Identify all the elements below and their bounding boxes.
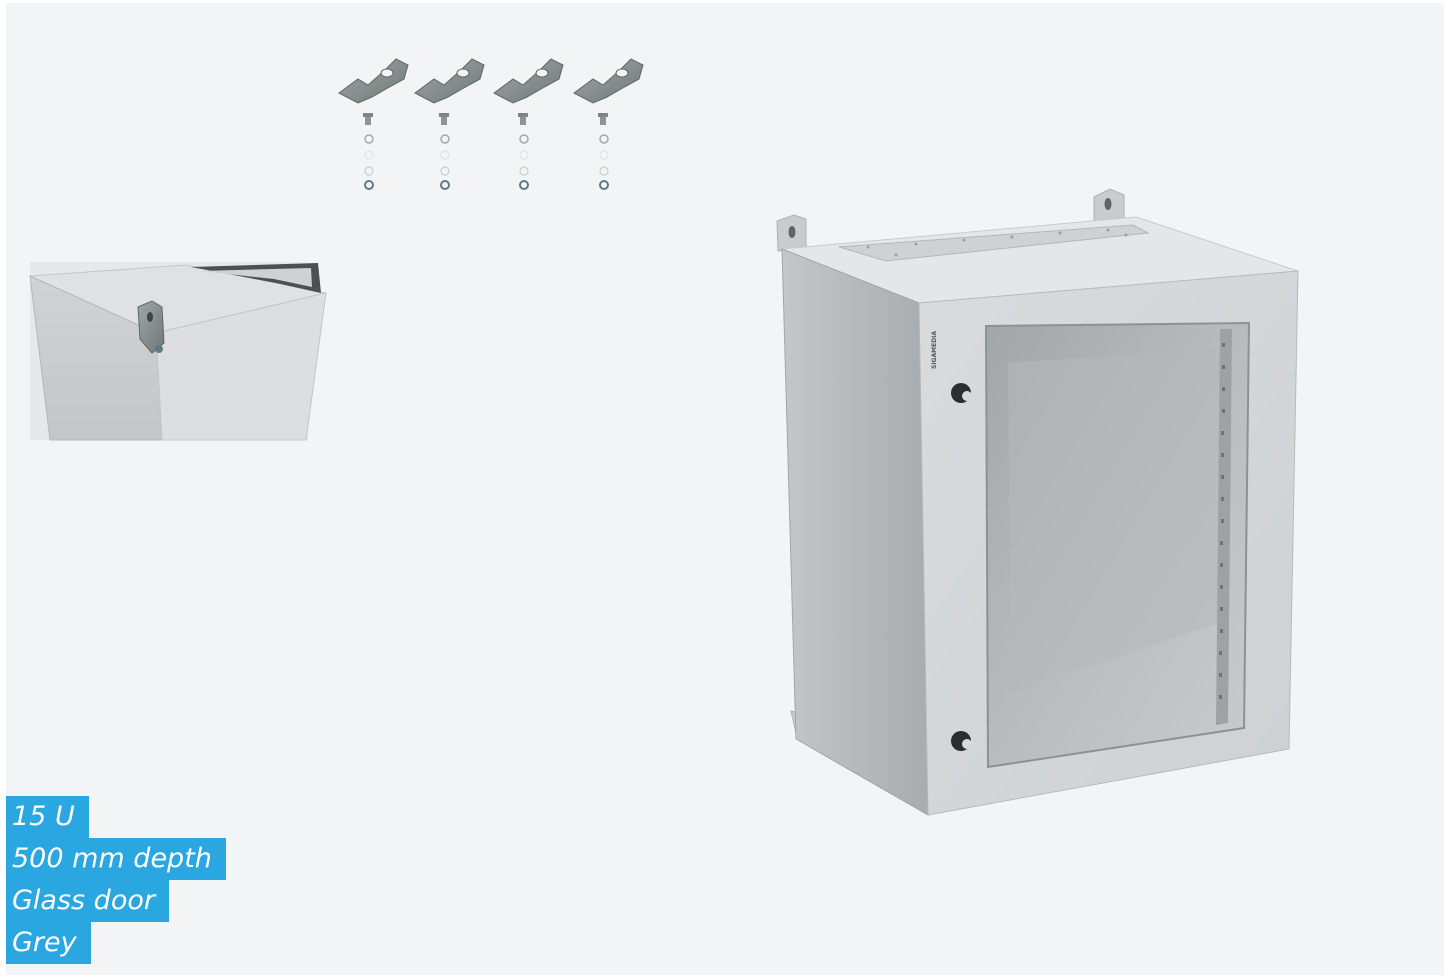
bolt [365,115,371,125]
mount-hole [788,226,796,238]
cable-entry-plate [838,224,1150,262]
product-scene: SIGAMEDIA [29,58,1299,816]
spec-label-units: 15 U [6,796,89,838]
mount-hole [1104,198,1112,210]
spec-label-color: Grey [6,922,91,964]
bracket-set [573,58,644,190]
spec-label-depth: 500 mm depth [6,838,226,880]
nut [364,180,374,190]
cabinet-side [781,248,929,816]
product-image-area: SIGAMEDIA [6,3,1444,975]
bracket-set [493,58,564,190]
mounting-bracket-kit [338,58,644,190]
rack-rail [1216,329,1232,725]
rack-rail-holes [1219,343,1225,699]
brand-mark: SIGAMEDIA [931,331,938,369]
bracket-set [414,58,485,190]
enclosure-cabinet: SIGAMEDIA [776,188,1299,816]
spec-label-door: Glass door [6,880,169,922]
spec-labels: 15 U 500 mm depth Glass door Grey [6,796,226,964]
bracket-set [338,58,409,190]
plate-screws [866,228,1128,257]
enclosure-top-detail [29,262,327,441]
detail-mount-bracket [137,300,165,354]
washer [364,134,374,144]
detail-bolt [155,345,163,353]
cabinet-interior [1008,348,1221,693]
